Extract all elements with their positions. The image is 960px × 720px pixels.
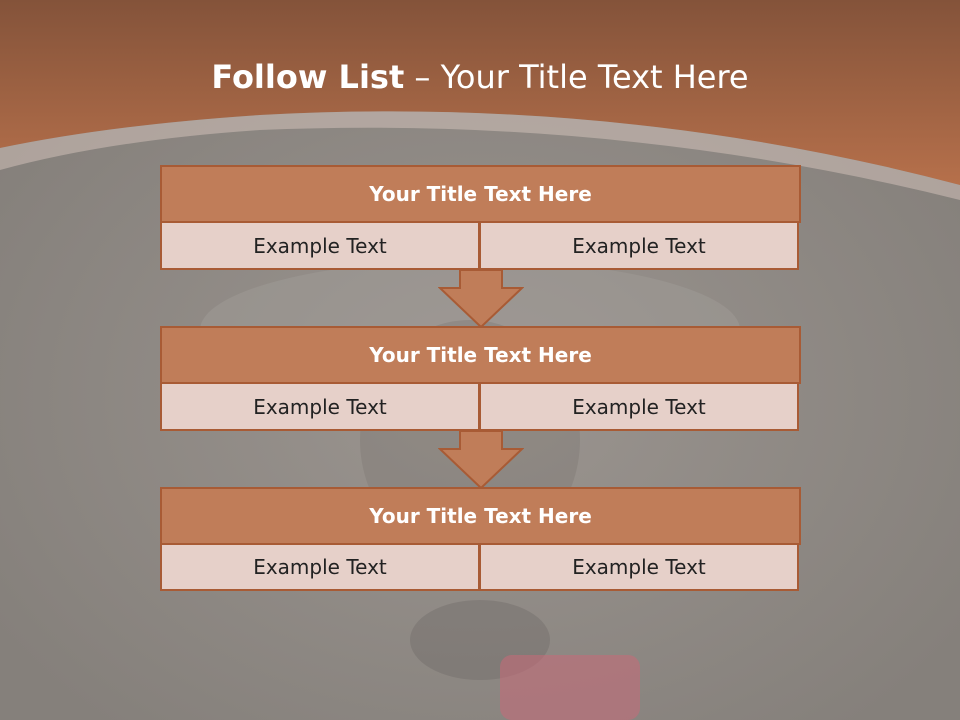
list-block-1: Your Title Text Here Example Text Exampl… bbox=[160, 165, 801, 272]
block-right-cell: Example Text bbox=[479, 221, 799, 270]
list-block-3: Your Title Text Here Example Text Exampl… bbox=[160, 487, 801, 594]
list-block-2: Your Title Text Here Example Text Exampl… bbox=[160, 326, 801, 433]
title-bold: Follow List bbox=[211, 58, 405, 96]
block-left-cell: Example Text bbox=[160, 382, 480, 431]
block-left-cell: Example Text bbox=[160, 221, 480, 270]
block-right-cell: Example Text bbox=[479, 543, 799, 591]
block-title: Your Title Text Here bbox=[160, 326, 801, 384]
block-title: Your Title Text Here bbox=[160, 165, 801, 223]
block-title: Your Title Text Here bbox=[160, 487, 801, 545]
down-arrow-icon bbox=[438, 431, 524, 489]
down-arrow-icon bbox=[438, 270, 524, 328]
block-right-cell: Example Text bbox=[479, 382, 799, 431]
page-title: Follow List – Your Title Text Here bbox=[0, 55, 960, 99]
title-rest: – Your Title Text Here bbox=[414, 58, 749, 96]
block-left-cell: Example Text bbox=[160, 543, 480, 591]
